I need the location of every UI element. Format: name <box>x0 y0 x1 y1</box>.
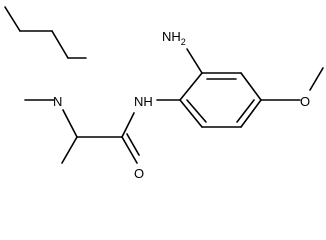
bond-alpha-methyl <box>61 136 78 164</box>
bond-butyl-1 <box>4 6 21 32</box>
carbonyl-o-label: O <box>134 166 144 181</box>
bond-ring-4 <box>240 99 262 128</box>
bond-ring-3 <box>240 72 262 101</box>
bond-ring-inner-2 <box>236 99 255 123</box>
bond-carbonyl-1 <box>121 136 138 164</box>
bond-ether-methyl <box>309 67 324 91</box>
bond-ring-6 <box>179 99 203 128</box>
bond-ring-1 <box>179 72 203 101</box>
bond-carbonyl-amide-n <box>121 112 135 138</box>
tertiary-n-label: N <box>53 94 62 109</box>
bond-ring-amino <box>186 48 203 74</box>
bond-butyl-3 <box>51 30 69 59</box>
amide-nh-label: NH <box>134 94 153 109</box>
bond-ring-inner-3 <box>186 99 207 123</box>
chemical-structure: NH2 N NH O O <box>4 6 324 181</box>
amino-nh2-label: NH2 <box>162 29 186 47</box>
bond-n-alpha-carbon <box>62 109 78 138</box>
bond-carbonyl-2 <box>126 133 140 156</box>
ether-o-label: O <box>300 94 310 109</box>
